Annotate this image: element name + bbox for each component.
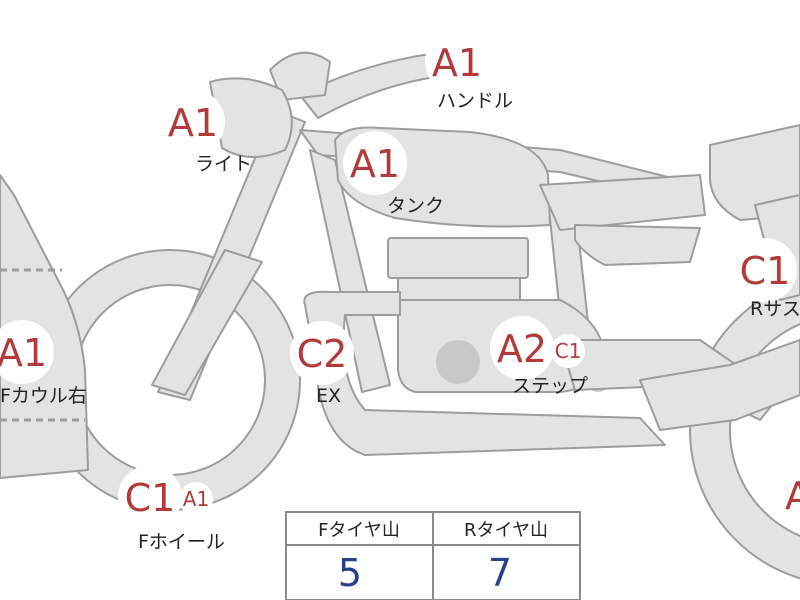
badge-front-wheel: C1 A1: [118, 465, 213, 529]
label-light: ライト: [195, 153, 252, 175]
badge-bg: [768, 463, 800, 527]
badge-front-cowl: A1: [0, 320, 54, 384]
badge-bg-small: [179, 482, 213, 516]
label-tank: タンク: [387, 195, 444, 217]
badge-code: C1: [740, 249, 791, 293]
badge-step: A2 C1: [490, 316, 585, 380]
badge-code: C2: [297, 332, 348, 376]
exhaust-pipe: [303, 290, 666, 456]
fork-lower: [151, 249, 263, 396]
table-header-front: Fタイヤ山: [318, 520, 400, 541]
badge-code: A2: [497, 327, 547, 371]
badge-tank: A1: [343, 131, 407, 195]
badge-bg: [733, 238, 797, 302]
badge-light: A1: [161, 90, 225, 154]
badge-bg: [290, 321, 354, 385]
badge-code: C1: [125, 476, 176, 520]
badge-handle: A1: [425, 30, 489, 94]
badge-bg: [161, 90, 225, 154]
badge-bg: [425, 30, 489, 94]
badge-code: A1: [432, 41, 482, 85]
badge-code: A: [785, 474, 800, 518]
tire-tread-table: Fタイヤ山 Rタイヤ山 5 7: [285, 511, 581, 600]
badge-exhaust: C2: [290, 321, 354, 385]
badge-rear-suspension: C1: [733, 238, 797, 302]
badge-code-small: C1: [555, 339, 582, 363]
table-value-rear: 7: [488, 551, 512, 595]
motorcycle-illustration: [0, 49, 800, 580]
rear-wheel: [689, 280, 800, 580]
label-front-cowl: Fカウル右: [0, 385, 87, 407]
front-cowl: [0, 174, 89, 479]
label-handle: ハンドル: [437, 90, 513, 112]
badge-bg-small: [551, 334, 585, 368]
label-step: ステップ: [512, 375, 588, 397]
badge-code: A1: [168, 101, 218, 145]
badge-code: A1: [0, 331, 47, 375]
side-cover: [574, 224, 701, 266]
front-wheel: [39, 249, 301, 511]
badge-bg: [118, 465, 182, 529]
badge-bg: [490, 316, 554, 380]
engine-head: [387, 237, 529, 279]
engine-cover: [436, 340, 480, 384]
table-value-front: 5: [338, 551, 362, 595]
headlight: [209, 77, 293, 159]
top-clamp: [269, 51, 331, 101]
badge-code-small: A1: [183, 487, 209, 511]
label-front-wheel: Fホイール: [138, 531, 225, 553]
badge-bg: [0, 320, 54, 384]
badge-bg: [343, 131, 407, 195]
muffler: [639, 339, 800, 431]
label-exhaust: EX: [316, 385, 341, 407]
table-header-rear: Rタイヤ山: [464, 520, 548, 541]
badge-code: A1: [350, 142, 400, 186]
badge-rear-wheel: A: [768, 463, 800, 527]
label-rear-suspension: Rサス: [750, 298, 800, 320]
seat: [539, 174, 706, 231]
